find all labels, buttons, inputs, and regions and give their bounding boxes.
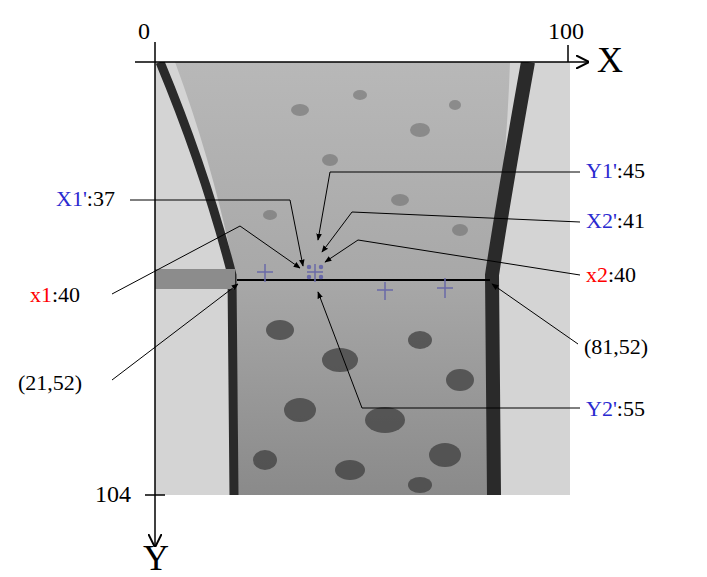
channel-photo xyxy=(155,62,570,495)
coordinate-name: X1' xyxy=(56,186,87,211)
axis-tick-value: 0 xyxy=(138,18,150,46)
coordinate-value: :41 xyxy=(617,208,645,233)
coordinate-value: :37 xyxy=(87,186,115,211)
axis-tick-value: 100 xyxy=(548,18,584,46)
coordinate-name: Y1' xyxy=(586,158,617,183)
point-coordinates: (81,52) xyxy=(584,334,648,359)
coordinate-value: :40 xyxy=(608,262,636,287)
coordinate-value: :45 xyxy=(617,158,645,183)
coordinate-name: x2 xyxy=(586,262,608,287)
coordinate-value: :40 xyxy=(52,282,80,307)
tracer-marks xyxy=(257,264,453,300)
axis-tick-value: 104 xyxy=(95,481,131,509)
coordinate-name: Y2' xyxy=(586,396,617,421)
axes xyxy=(135,42,588,546)
axis-name: X xyxy=(597,40,623,81)
axis-name: Y xyxy=(143,538,169,577)
coordinate-name: X2' xyxy=(586,208,617,233)
point-coordinates: (21,52) xyxy=(18,370,82,395)
coordinate-value: :55 xyxy=(617,396,645,421)
coordinate-name: x1 xyxy=(30,282,52,307)
leader-lines xyxy=(112,172,580,408)
